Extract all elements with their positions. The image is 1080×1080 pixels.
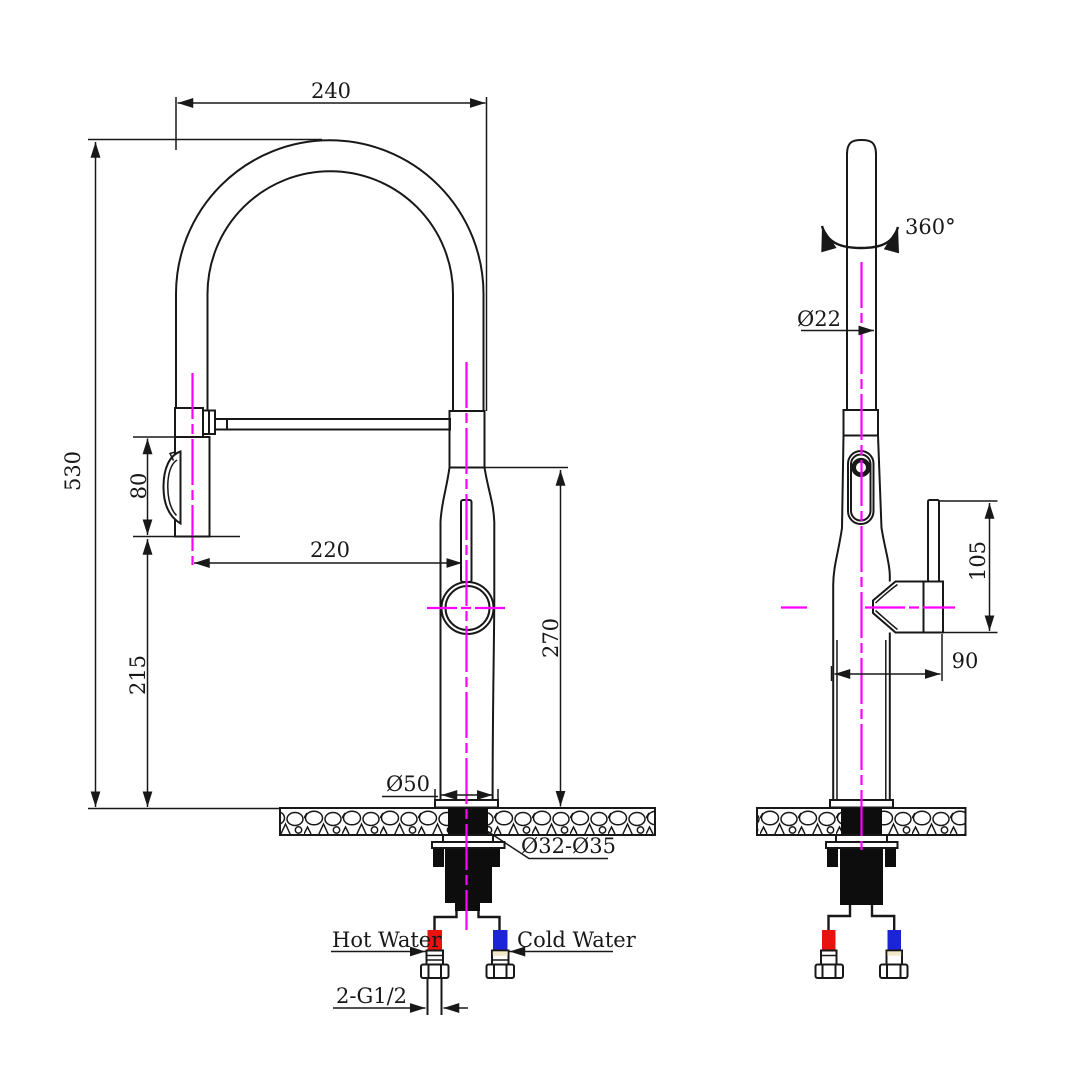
cold-hose-nut [485,963,515,979]
swivel-arrow [820,225,900,254]
label-top-width: 240 [311,79,351,103]
label-height-below-head: 215 [126,655,150,695]
supply-hoses-front [420,911,515,1015]
valve-and-handle-side [872,499,944,634]
label-pipe-diameter: Ø22 [797,307,841,331]
hot-inlet-marker-side [822,930,836,951]
dimension-base-diameter [382,789,499,800]
label-reach: 220 [310,538,350,562]
lever-handle-side [927,499,940,583]
hot-hose-nut [420,963,450,979]
labels: 240 530 80 220 215 270 Ø50 Ø32-Ø35 Hot W… [61,79,990,1008]
label-side-height: 105 [966,541,990,581]
dimensions [88,97,998,1013]
label-mounting-hole: Ø32-Ø35 [521,834,616,858]
mounting-block [445,848,492,903]
mounting-shank [448,808,488,835]
washer [442,834,494,843]
leader-mounting-hole [486,830,608,860]
dimension-side-reach [830,634,943,681]
dimension-spray-head [133,436,240,538]
supply-hoses-side [814,905,909,979]
centerlines [191,262,955,930]
spray-head [162,436,211,538]
label-swivel-angle: 360° [905,215,956,239]
riser-pipe [846,138,877,410]
dimension-spout-height [485,466,568,807]
dimension-top-width [175,97,488,411]
spout-arch [175,139,485,411]
front-view [162,139,656,1015]
label-cold-water: Cold Water [517,928,637,952]
dimension-overall-height [88,138,322,810]
label-side-reach: 90 [952,649,979,673]
hot-inlet-marker [427,930,442,951]
label-base-diameter: Ø50 [386,772,430,796]
spray-head-holder [174,407,451,438]
label-overall-height: 530 [61,451,85,491]
label-inlet-thread: 2-G1/2 [336,984,407,1008]
label-hot-water: Hot Water [332,928,442,952]
label-spout-height: 270 [539,618,563,658]
dimension-side-height [939,500,998,634]
spray-trigger [162,450,182,526]
cold-inlet-marker [493,930,508,951]
cold-inlet-marker-side [887,930,901,951]
label-spray-head-length: 80 [127,473,151,500]
lock-plate [431,841,506,849]
drawing-root: 240 530 80 220 215 270 Ø50 Ø32-Ø35 Hot W… [61,79,998,1015]
